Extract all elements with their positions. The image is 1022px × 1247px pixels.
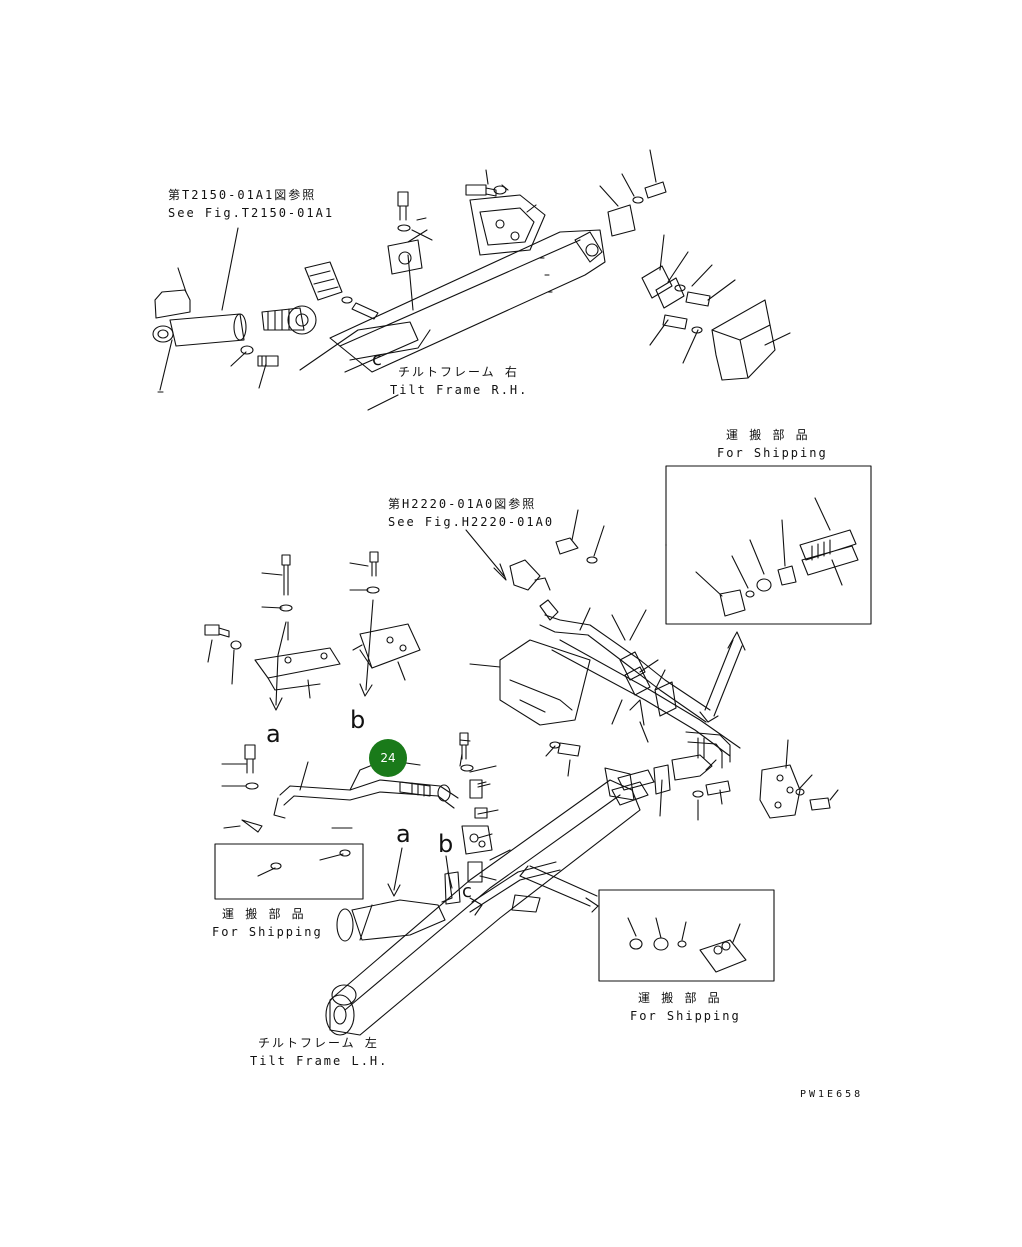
tilt-frame-rh-en: Tilt Frame R.H. <box>390 383 529 397</box>
marker-a-top: a <box>266 720 281 748</box>
drawing-code: PW1E658 <box>800 1089 864 1100</box>
tilt-frame-lh-jp: チルトフレーム 左 <box>258 1036 379 1050</box>
marker-b-bottom: b <box>438 830 454 858</box>
marker-c-bottom: c <box>462 881 472 902</box>
marker-c-top: c <box>372 349 382 370</box>
tilt-frame-lh-en: Tilt Frame L.H. <box>250 1054 389 1068</box>
marker-b-top: b <box>350 706 366 734</box>
ref-top-jp: 第T2150-01A1図参照 <box>168 188 317 202</box>
shipping-en-3: For Shipping <box>630 1009 741 1023</box>
shipping-en-2: For Shipping <box>212 925 323 939</box>
part-callout-label: 24 <box>380 751 396 765</box>
shipping-jp-2: 運 搬 部 品 <box>222 907 306 921</box>
marker-a-bottom: a <box>396 820 411 848</box>
tilt-frame-rh-jp: チルトフレーム 右 <box>398 365 519 379</box>
tilt-frame-rh-assembly <box>153 150 790 410</box>
shipping-jp-1: 運 搬 部 品 <box>726 428 810 442</box>
shipping-en-1: For Shipping <box>717 446 828 460</box>
ref-top-en: See Fig.T2150-01A1 <box>168 206 335 220</box>
shipping-jp-3: 運 搬 部 品 <box>638 991 722 1005</box>
ref-mid-jp: 第H2220-01A0図参照 <box>388 497 537 511</box>
ref-mid-en: See Fig.H2220-01A0 <box>388 515 555 529</box>
tilt-frame-lh-assembly <box>205 466 871 1035</box>
part-callout-24[interactable]: 24 <box>369 739 407 777</box>
